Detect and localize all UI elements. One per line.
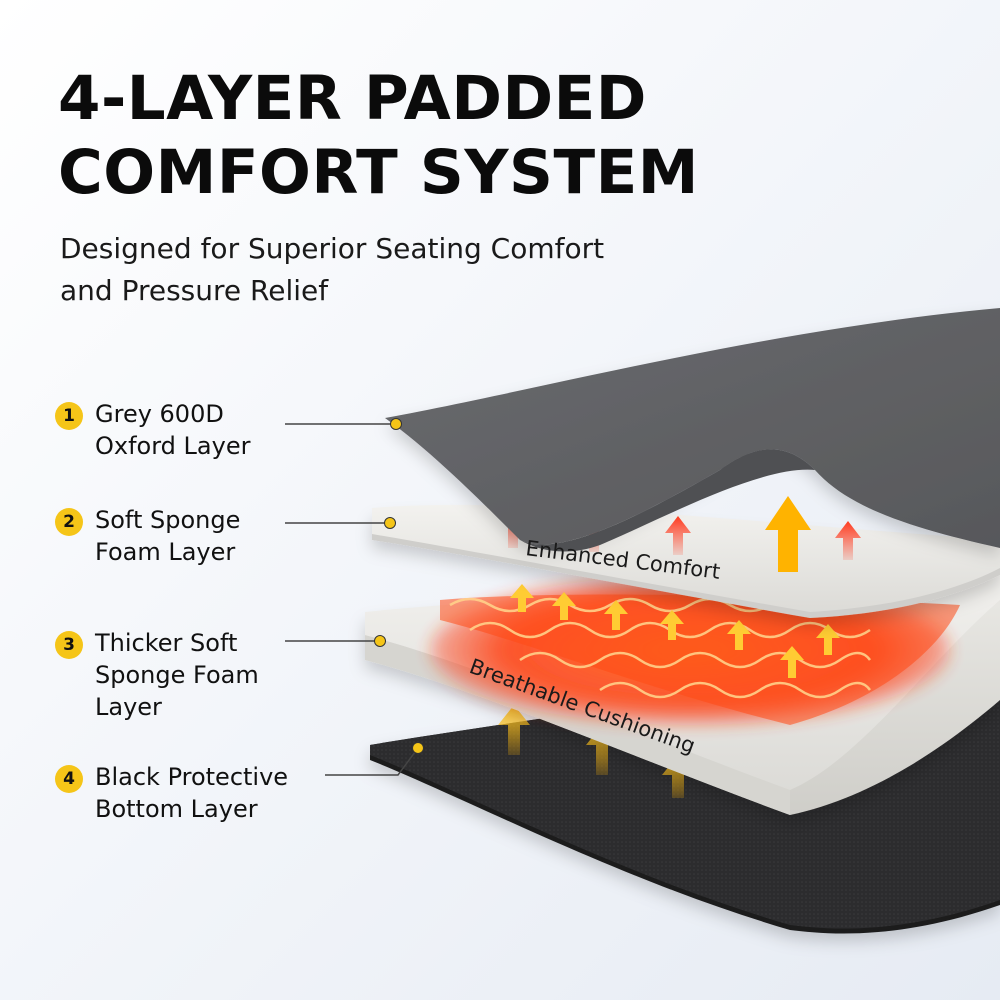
subtitle-line-1: Designed for Superior Seating Comfort	[60, 232, 605, 265]
title-line-1: 4-LAYER PADDED	[58, 63, 647, 134]
layer-1-line-1: Grey 600D	[95, 400, 224, 428]
layer-label-4: 4 Black Protective Bottom Layer	[55, 761, 325, 825]
layer-4-line-1: Black Protective	[95, 763, 289, 791]
page-subtitle: Designed for Superior Seating Comfort an…	[60, 228, 760, 312]
layer-3-line-2: Sponge Foam	[95, 661, 259, 689]
layer-2-line-1: Soft Sponge	[95, 506, 241, 534]
oxford-layer-shape	[385, 308, 1000, 552]
subtitle-line-2: and Pressure Relief	[60, 274, 329, 307]
layer-label-1: 1 Grey 600D Oxford Layer	[55, 398, 325, 462]
layer-badge-2: 2	[55, 508, 83, 536]
layer-3-line-3: Layer	[95, 693, 162, 721]
layer-text-1: Grey 600D Oxford Layer	[95, 398, 325, 462]
layer-text-3: Thicker Soft Sponge Foam Layer	[95, 627, 325, 723]
layer-label-2: 2 Soft Sponge Foam Layer	[55, 504, 325, 568]
layer-3-line-1: Thicker Soft	[95, 629, 238, 657]
layer-badge-3: 3	[55, 631, 83, 659]
layer-4-line-2: Bottom Layer	[95, 795, 258, 823]
layer-badge-1: 1	[55, 402, 83, 430]
page-title: 4-LAYER PADDED COMFORT SYSTEM	[58, 62, 958, 210]
layer-badge-4: 4	[55, 765, 83, 793]
layer-2-line-2: Foam Layer	[95, 538, 236, 566]
layer-label-3: 3 Thicker Soft Sponge Foam Layer	[55, 627, 325, 723]
layer-1-line-2: Oxford Layer	[95, 432, 251, 460]
layer-text-2: Soft Sponge Foam Layer	[95, 504, 325, 568]
title-line-2: COMFORT SYSTEM	[58, 137, 699, 208]
leader-lines	[285, 418, 424, 776]
layer-text-4: Black Protective Bottom Layer	[95, 761, 325, 825]
